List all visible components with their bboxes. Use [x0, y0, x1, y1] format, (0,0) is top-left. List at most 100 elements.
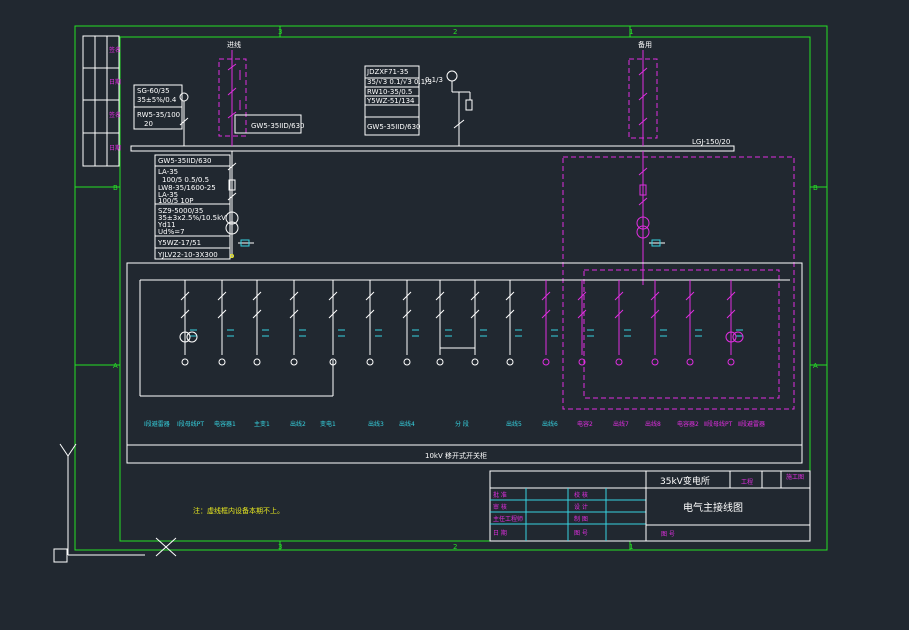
stamp-label-4: 日期 [109, 144, 121, 152]
tr-spec-7: SZ9-5000/35 [158, 207, 203, 215]
feeder-label-7: 出线3 [368, 420, 384, 428]
outer-frame [74, 25, 828, 551]
sheet-number-label: 图 号 [661, 531, 675, 538]
zone-bottom-1: 1 [629, 543, 633, 551]
feeder-label-2: Ⅰ段母线PT [177, 420, 204, 428]
feeder-label-10: 出线5 [506, 420, 522, 428]
tb-row1-left: 批 准 [493, 491, 507, 499]
cubicle-terminal [290, 358, 298, 366]
tb-row4-right: 图 号 [574, 530, 588, 537]
pt-winding [186, 331, 198, 343]
title-design-stage: 施工图 [786, 473, 804, 481]
ucs-icon [53, 443, 145, 563]
transformer-1-branch [154, 151, 254, 260]
cubicle-switch [328, 291, 338, 301]
tb-row2-left: 审 核 [493, 503, 507, 511]
cubicle-breaker [435, 309, 445, 319]
feeder-label-11: 出线6 [542, 420, 558, 428]
bus-conductor-label: LGJ-150/20 [692, 138, 730, 146]
pt-winding [732, 331, 744, 343]
cubicle-terminal [181, 358, 189, 366]
cubicle-switch [289, 291, 299, 301]
tr-spec-11: Y5WZ-17/51 [157, 239, 201, 247]
cubicle-terminal [727, 358, 735, 366]
cubicle-switch [650, 291, 660, 301]
feeder-label-17: Ⅱ段避雷器 [738, 420, 765, 428]
cubicle-switch [180, 291, 190, 301]
zone-right-a: A [813, 362, 818, 370]
pt-line-1: JDZXF71-35 [366, 68, 408, 76]
transformer-2-branch [562, 151, 795, 410]
zone-left-a: A [113, 362, 118, 370]
feeder-label-4: 主变1 [254, 420, 270, 428]
incoming-feeder-tag: 进线 [227, 40, 241, 49]
switchgear-frame [126, 262, 803, 464]
cubicle-switch [685, 291, 695, 301]
tr-spec-3: 100/5 0.5/0.5 [162, 176, 209, 184]
cubicle-switch [217, 291, 227, 301]
pt-ratio: 0.1/3 [425, 76, 443, 84]
cubicle-terminal [253, 358, 261, 366]
tr-spec-6: 100/5 10P [158, 197, 194, 205]
drawing-title: 电气主接线图 [683, 501, 743, 514]
cubicle-switch [541, 291, 551, 301]
pt-line-3: RW10-35/0.5 [367, 88, 412, 96]
inner-frame [119, 36, 811, 542]
stamp-label-2: 日期 [109, 78, 121, 86]
cubicle-switch [402, 291, 412, 301]
zone-top-2: 2 [453, 28, 457, 36]
pt-winding [725, 331, 737, 343]
sg-label-1: SG-60/35 [137, 87, 170, 95]
cubicle-terminal [329, 358, 337, 366]
tr-spec-10: Ud%=7 [158, 228, 185, 236]
sg-label-4: 20 [144, 120, 153, 128]
crosshair-cursor [155, 537, 177, 557]
cubicle-terminal [542, 358, 550, 366]
cubicle-breaker [614, 309, 624, 319]
cubicle-breaker [650, 309, 660, 319]
pt-cabinet-equipment [364, 65, 473, 146]
cubicle-switch [470, 291, 480, 301]
tb-row3-right: 制 图 [574, 515, 588, 523]
station-service-equipment [133, 84, 189, 146]
feeder-label-16: Ⅱ段母线PT [704, 420, 733, 428]
cubicle-breaker [328, 309, 338, 319]
cubicle-switch [726, 291, 736, 301]
cubicle-terminal [651, 358, 659, 366]
feeder-label-8: 出线4 [399, 420, 415, 428]
switchgear-cubicles [179, 279, 744, 366]
tb-row4-left: 日 期 [493, 529, 507, 537]
cubicle-breaker [289, 309, 299, 319]
zone-top-1: 1 [629, 28, 633, 36]
cubicle-breaker [365, 309, 375, 319]
pt-line-2: 35/√3 0.1/√3 0.1/3 [367, 78, 432, 86]
zone-bottom-2: 2 [453, 543, 457, 551]
cubicle-breaker [726, 309, 736, 319]
feeder-label-13: 出线7 [613, 420, 629, 428]
feeder-label-5: 出线2 [290, 420, 306, 428]
tb-row1-right: 校 核 [574, 491, 588, 499]
incoming-disconnector-label: GW5-35IID/630 [251, 122, 304, 130]
pt-winding [179, 331, 191, 343]
drawing-note: 注：虚线框内设备本期不上。 [193, 506, 284, 515]
title-stage-label: 工程 [741, 478, 753, 486]
zone-left-b: B [113, 184, 118, 192]
zone-top-3: 3 [278, 28, 282, 36]
feeder-label-14: 出线8 [645, 420, 661, 428]
cubicle-switch [252, 291, 262, 301]
cubicle-breaker [402, 309, 412, 319]
cubicle-switch [435, 291, 445, 301]
cubicle-terminal [686, 358, 694, 366]
cubicle-terminal [615, 358, 623, 366]
tb-row2-right: 设 计 [574, 503, 588, 511]
tb-row3-left: 主任工程师 [493, 515, 523, 523]
cubicle-breaker [685, 309, 695, 319]
stamp-label-1: 签名 [109, 46, 121, 54]
pt-disconnector: GW5-35IID/630 [367, 123, 420, 131]
cubicle-breaker [470, 309, 480, 319]
frame-ticks [75, 26, 827, 550]
cubicle-terminal [506, 358, 514, 366]
cubicle-breaker [505, 309, 515, 319]
